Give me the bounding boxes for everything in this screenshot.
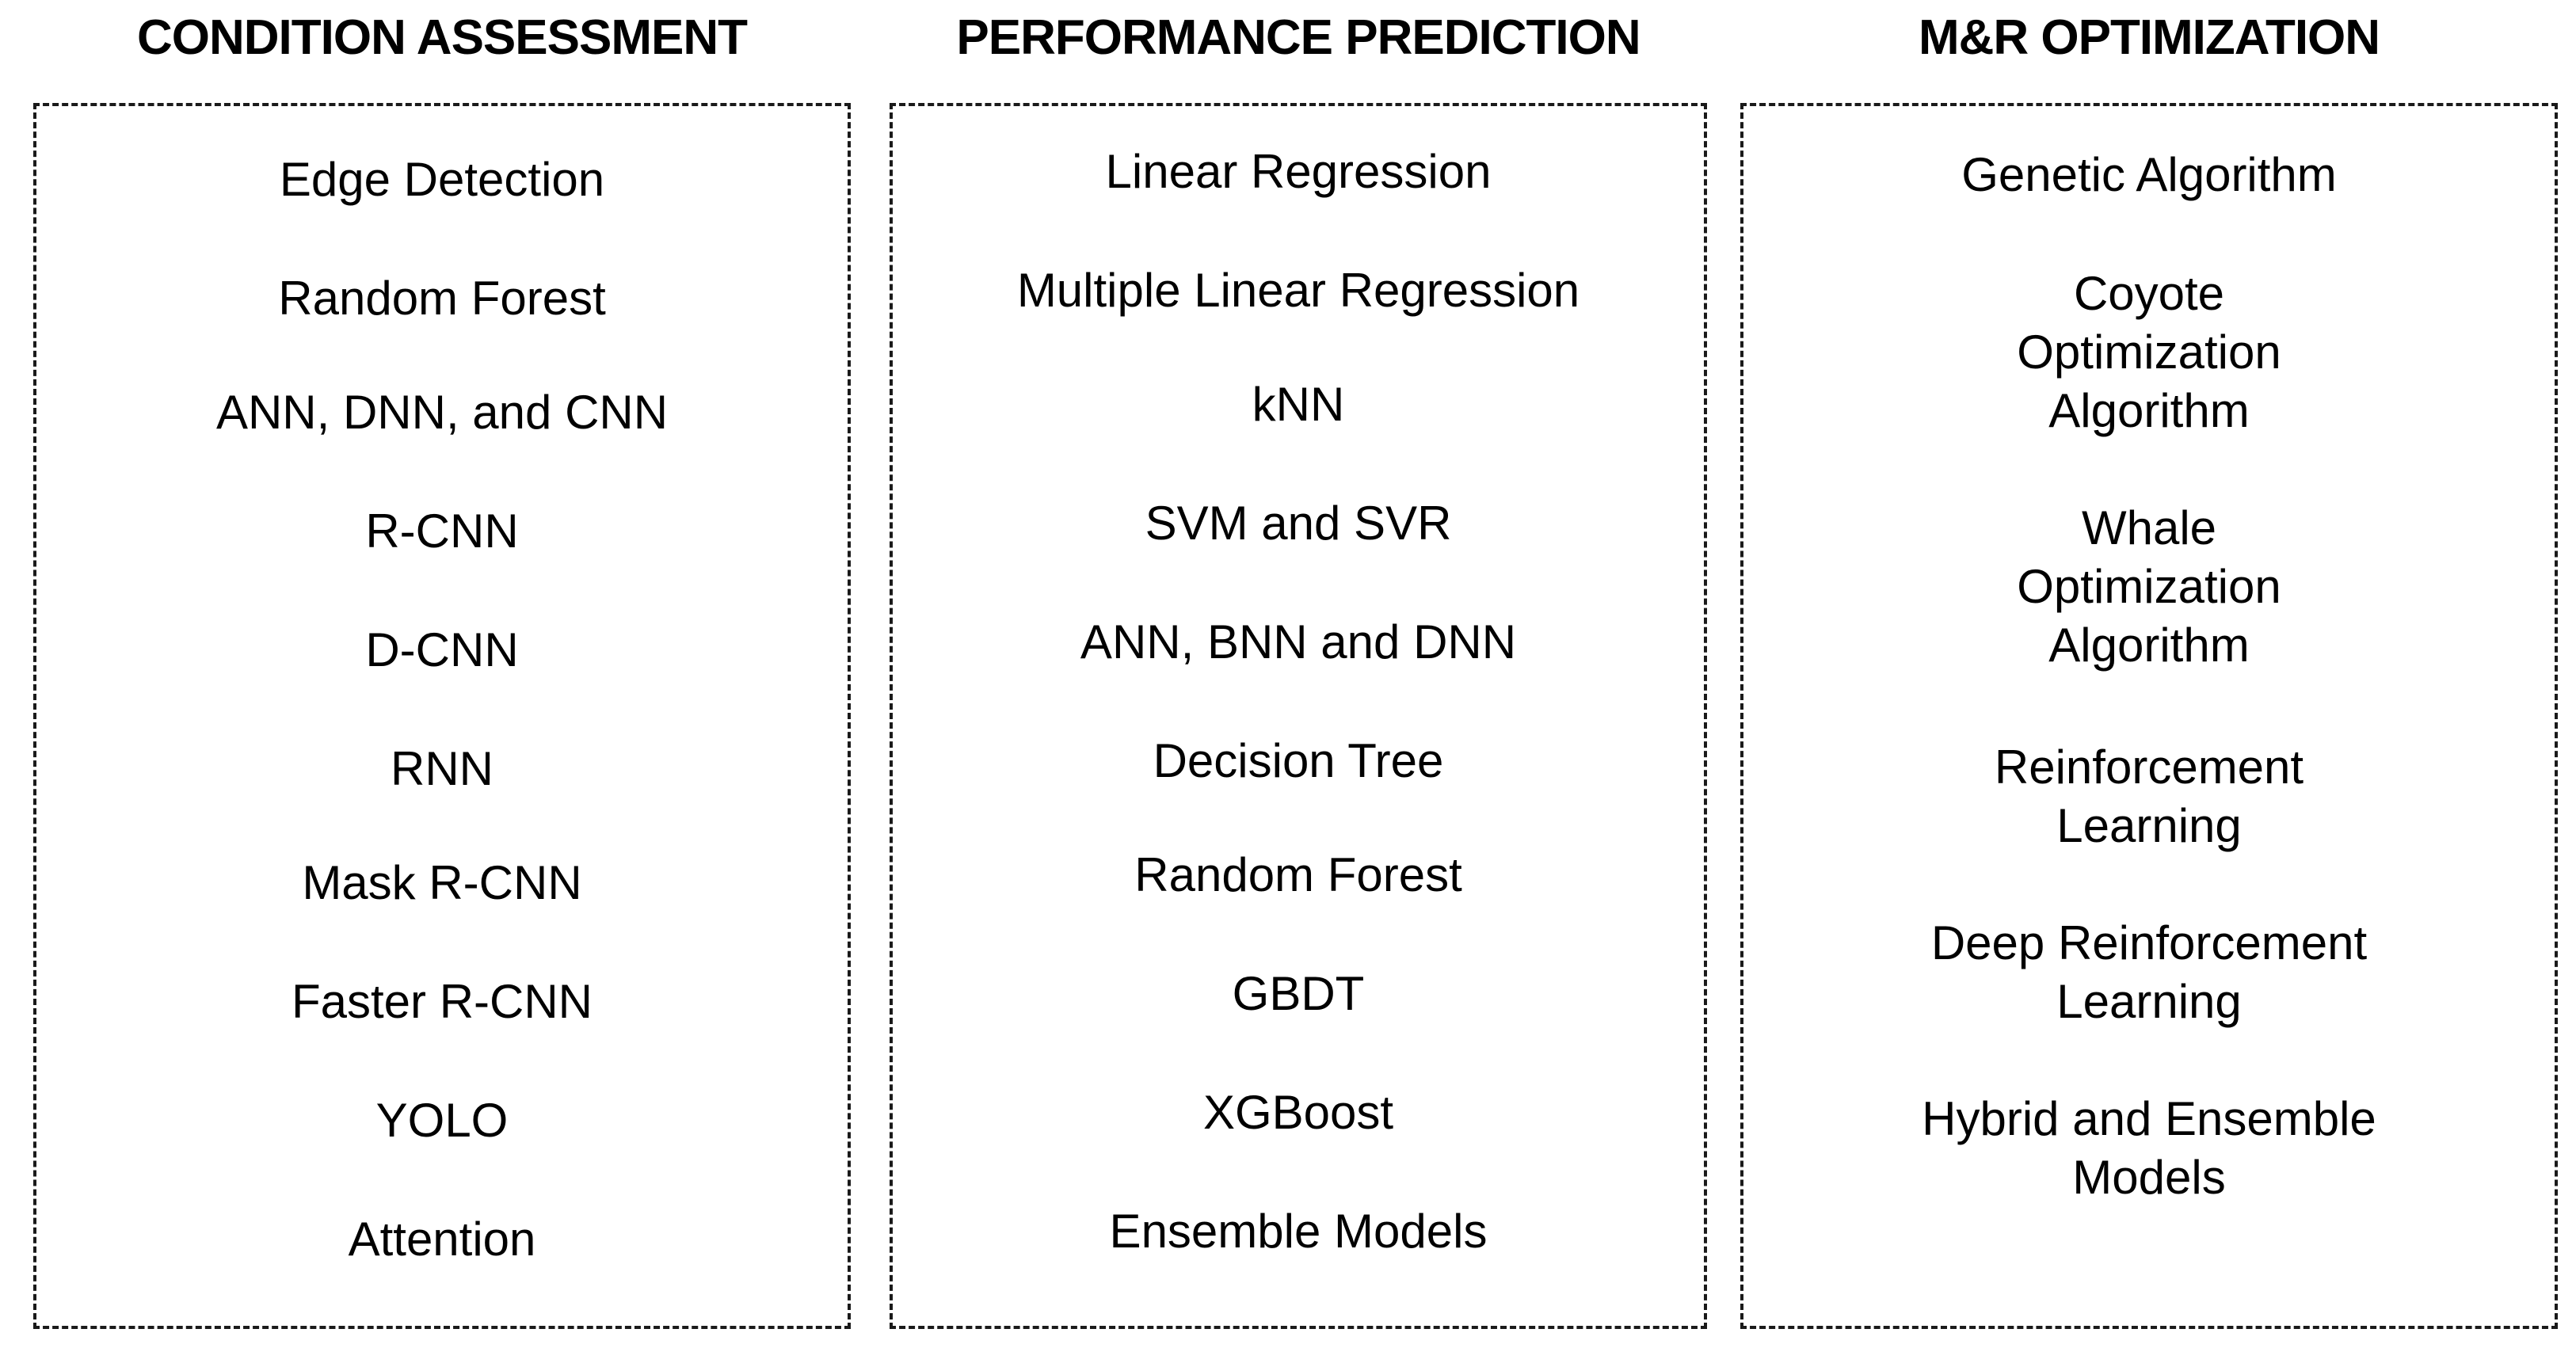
method-item: kNN <box>1252 378 1345 431</box>
method-item: Reinforcement Learning <box>1994 741 2304 852</box>
dashed-box: Genetic Algorithm Coyote Optimization Al… <box>1740 103 2558 1329</box>
column-title: CONDITION ASSESSMENT <box>137 10 748 65</box>
method-item: Faster R-CNN <box>291 975 593 1028</box>
method-item: Genetic Algorithm <box>1961 148 2337 201</box>
method-item: D-CNN <box>365 623 519 676</box>
column-title: PERFORMANCE PREDICTION <box>956 10 1640 65</box>
method-item: Whale Optimization Algorithm <box>2017 501 2281 672</box>
method-item: GBDT <box>1232 967 1365 1020</box>
method-item: ANN, BNN and DNN <box>1080 615 1517 668</box>
method-item: R-CNN <box>365 505 519 558</box>
method-item: Decision Tree <box>1153 734 1444 787</box>
method-item: Deep Reinforcement Learning <box>1930 916 2368 1028</box>
method-item: SVM and SVR <box>1145 497 1452 550</box>
method-item: Ensemble Models <box>1109 1205 1488 1258</box>
method-item: RNN <box>391 742 493 795</box>
method-item: Linear Regression <box>1105 145 1492 198</box>
method-item: Random Forest <box>278 272 606 325</box>
method-item: Mask R-CNN <box>302 856 582 909</box>
method-item: Random Forest <box>1134 848 1462 901</box>
method-item: ANN, DNN, and CNN <box>215 386 669 439</box>
method-item: Hybrid and Ensemble Models <box>1922 1092 2376 1204</box>
method-item: Attention <box>348 1213 536 1266</box>
method-item: Coyote Optimization Algorithm <box>2017 267 2281 437</box>
method-item: Multiple Linear Regression <box>1016 264 1580 317</box>
method-item: XGBoost <box>1202 1086 1394 1139</box>
dashed-box: Edge Detection Random Forest ANN, DNN, a… <box>33 103 851 1329</box>
column-title: M&R OPTIMIZATION <box>1918 10 2380 65</box>
method-item: YOLO <box>375 1094 509 1147</box>
method-item: Edge Detection <box>279 153 605 206</box>
dashed-box: Linear Regression Multiple Linear Regres… <box>890 103 1707 1329</box>
